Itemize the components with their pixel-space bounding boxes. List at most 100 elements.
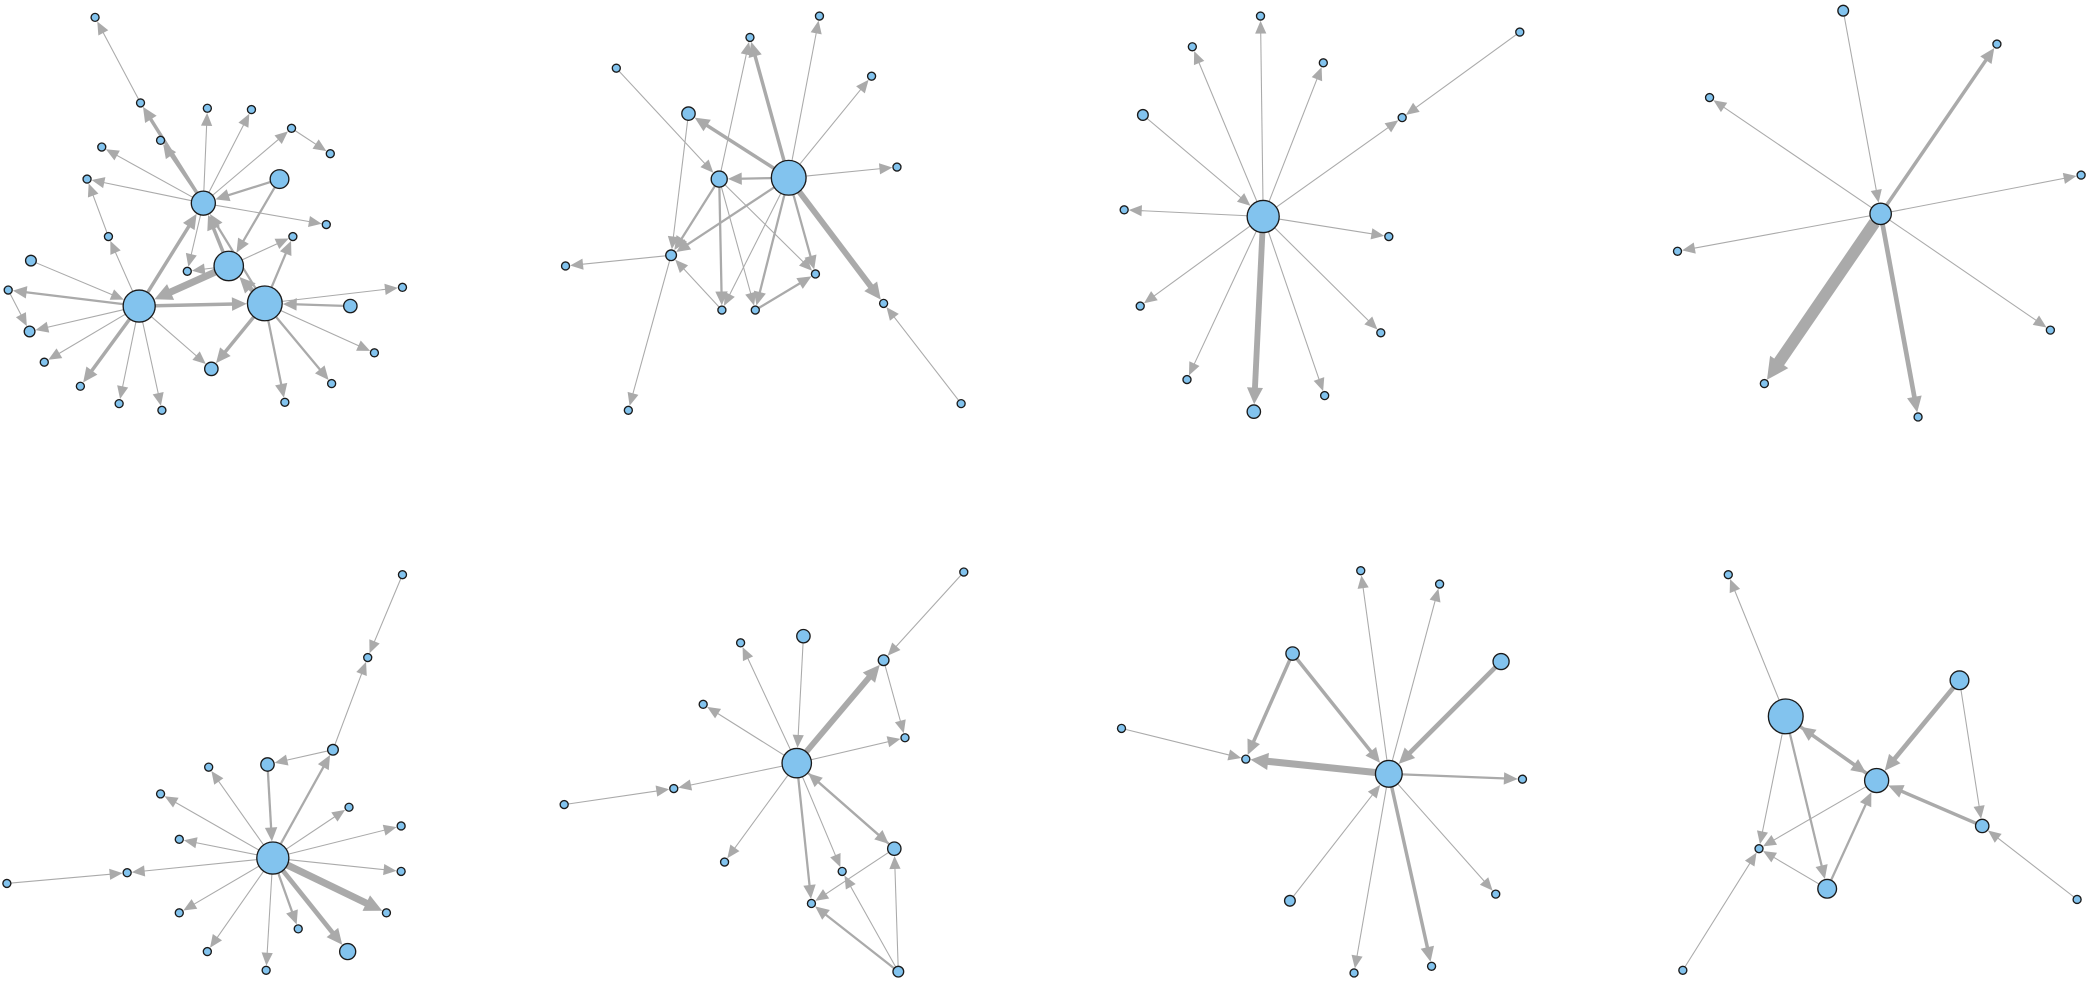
graph-node <box>1517 774 1528 784</box>
edge <box>266 874 273 956</box>
edge <box>241 242 280 261</box>
arrowhead-icon <box>727 844 740 859</box>
arrowhead-icon <box>275 382 288 398</box>
arrowhead-icon <box>48 348 63 360</box>
graph-node <box>2 878 12 889</box>
edge <box>10 873 113 884</box>
arrowhead-icon <box>1980 47 1995 65</box>
arrowhead-icon <box>91 177 106 189</box>
graph-node <box>288 231 298 242</box>
edge <box>732 774 789 851</box>
graph-node <box>796 628 811 644</box>
network-5 <box>2 570 408 975</box>
graph-node <box>155 789 166 799</box>
edge <box>1251 232 1266 391</box>
graph-node <box>182 266 192 276</box>
edge <box>211 225 225 253</box>
arrowhead-icon <box>856 79 869 94</box>
graph-node <box>1974 818 1990 834</box>
edge <box>166 268 217 297</box>
arrowhead-icon <box>796 276 812 289</box>
graph-node <box>344 802 354 812</box>
edge <box>803 673 873 754</box>
arrowhead-icon <box>109 289 124 300</box>
edge <box>1960 689 1981 809</box>
edge <box>720 186 752 296</box>
arrowhead-icon <box>1370 228 1385 240</box>
arrowhead-icon <box>742 647 754 662</box>
edge <box>208 122 246 193</box>
edge <box>190 214 202 257</box>
arrowhead-icon <box>1763 835 1778 847</box>
edge <box>720 51 748 172</box>
arrowhead-icon <box>1193 51 1205 66</box>
edge <box>1390 786 1430 951</box>
edge <box>1267 231 1321 382</box>
arrowhead-icon <box>753 290 766 306</box>
arrowhead-icon <box>1884 753 1901 771</box>
arrowhead-icon <box>1973 805 1985 819</box>
network-2 <box>560 11 966 415</box>
graph-node <box>261 965 271 975</box>
graph-node <box>396 821 406 831</box>
graph-node <box>665 249 678 262</box>
graph-node <box>135 98 146 108</box>
edge <box>1413 34 1517 110</box>
edge <box>718 187 723 295</box>
arrowhead-icon <box>83 366 98 383</box>
arrowhead-icon <box>1227 749 1242 761</box>
arrowhead-icon <box>627 391 639 406</box>
arrowhead-icon <box>164 796 179 808</box>
graph-node <box>82 174 92 184</box>
edge <box>672 120 689 240</box>
graph-node <box>559 799 569 810</box>
graph-node <box>710 170 728 188</box>
edge <box>1885 56 1989 207</box>
edge <box>1995 836 2075 898</box>
edge <box>284 750 328 762</box>
graph-node <box>1817 878 1838 899</box>
arrowhead-icon <box>1313 377 1325 392</box>
graph-node <box>213 250 245 282</box>
edge <box>88 317 132 374</box>
graph-node <box>190 190 217 216</box>
graph-node <box>286 123 297 133</box>
graph-node <box>204 361 219 377</box>
edge <box>121 321 137 390</box>
edge <box>1889 219 2039 323</box>
arrowhead-icon <box>274 754 289 766</box>
edge <box>715 711 785 756</box>
arrowhead-icon <box>1420 945 1435 962</box>
arrowhead-icon <box>1398 747 1416 764</box>
network-1 <box>3 12 408 415</box>
edge <box>894 574 962 649</box>
edge <box>225 180 271 198</box>
graph-node <box>1672 246 1683 256</box>
edge <box>150 316 199 358</box>
graph-node <box>1913 412 1923 422</box>
arrowhead-icon <box>105 149 120 161</box>
edge <box>1891 685 1956 763</box>
edge <box>684 186 775 247</box>
graph-node <box>174 834 184 844</box>
graph-node <box>1187 42 1198 52</box>
edge <box>285 861 371 908</box>
graph-node <box>397 282 408 293</box>
arrowhead-icon <box>274 238 289 249</box>
edge <box>279 764 326 845</box>
graph-node <box>1869 202 1892 226</box>
edge <box>141 859 257 872</box>
edge <box>805 167 883 177</box>
edge <box>1295 657 1374 755</box>
edge <box>810 740 891 761</box>
graph-node <box>1492 652 1510 671</box>
edge <box>241 186 276 244</box>
arrowhead-icon <box>700 159 714 173</box>
graph-node <box>1863 767 1890 794</box>
arrowhead-icon <box>815 906 830 920</box>
arrowhead-icon <box>878 163 893 175</box>
arrowhead-icon <box>15 312 27 327</box>
edges <box>1682 15 2077 413</box>
arrowhead-icon <box>97 21 109 36</box>
edges <box>1125 575 1518 969</box>
